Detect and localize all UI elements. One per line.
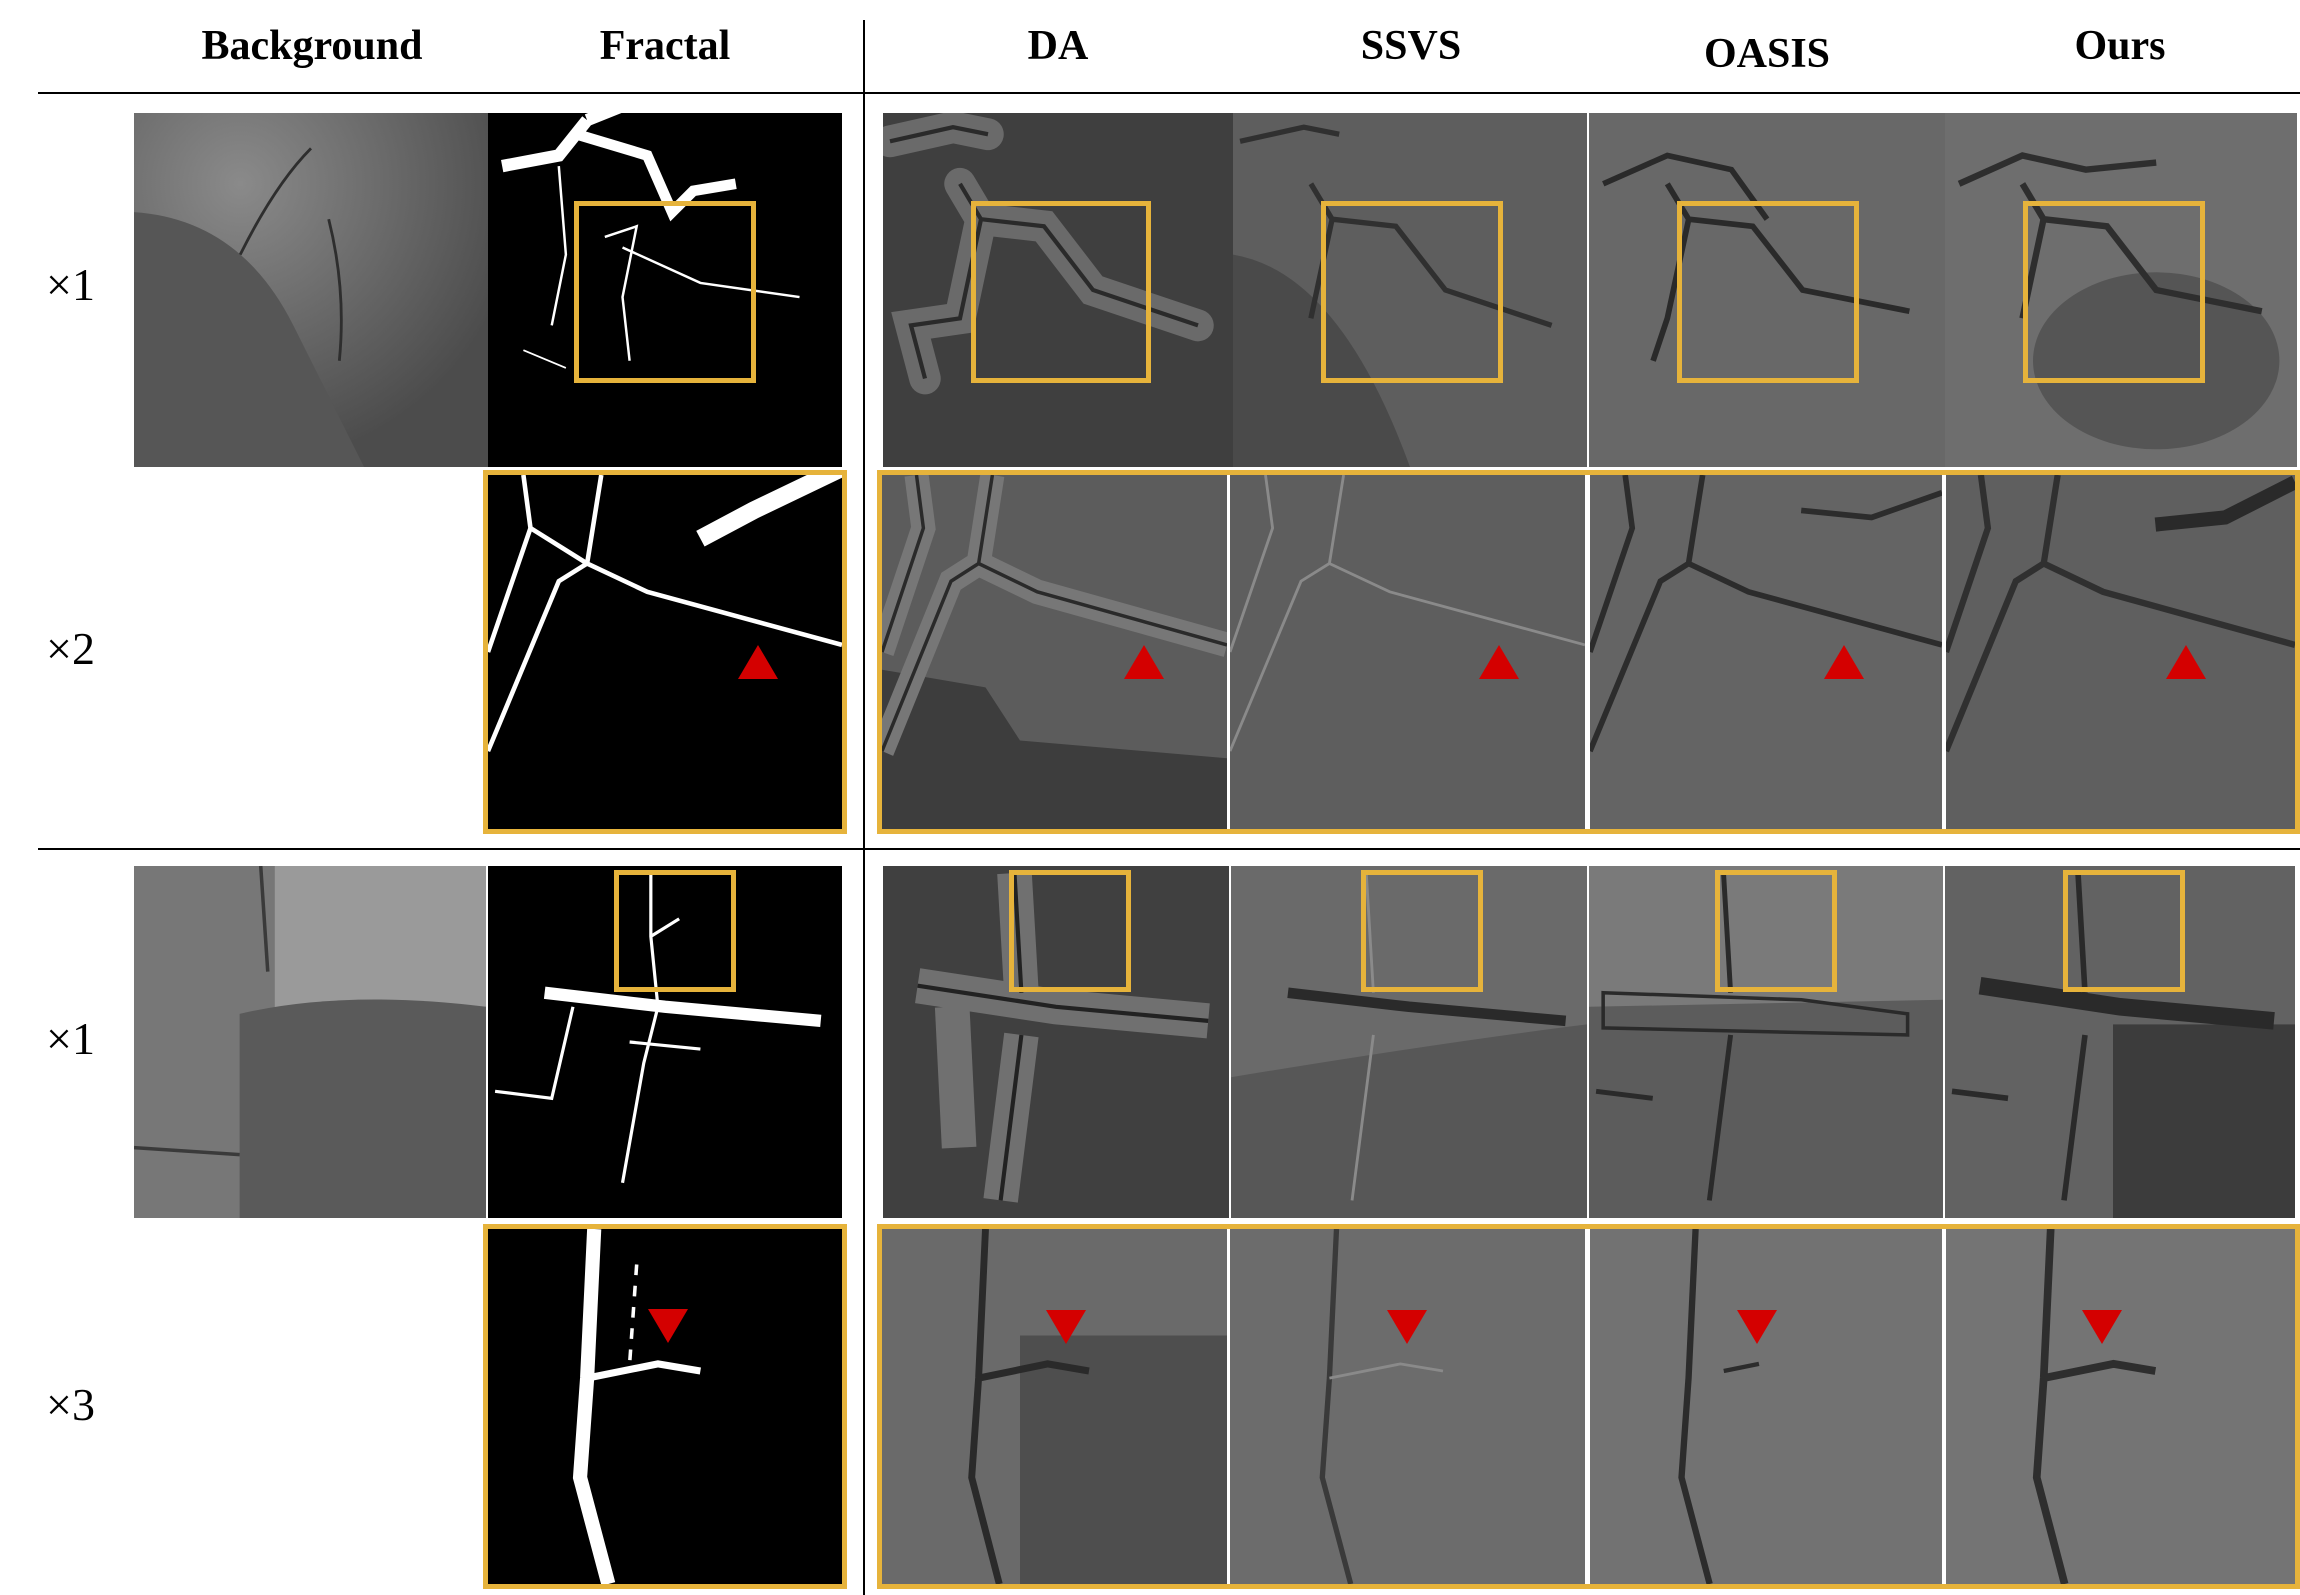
- row-label-2: ×2: [46, 623, 95, 674]
- header-background: Background: [201, 23, 423, 69]
- header-rule: [38, 92, 2300, 94]
- method-zoom-frame-1: [877, 470, 2300, 834]
- fractal-image-2: [488, 866, 842, 1218]
- method-zoom-frame-2: [877, 1224, 2300, 1589]
- red-triangle-up-icon: [1824, 645, 1864, 679]
- fractal-zoom-2: [483, 1224, 847, 1589]
- fractal-image-1: [488, 113, 842, 467]
- da-zoom-1: [882, 475, 1227, 829]
- row-label-3: ×1: [46, 1013, 95, 1064]
- ssvs-image-1: [1233, 113, 1587, 467]
- header-da: DA: [1027, 23, 1089, 69]
- row-label-4: ×3: [46, 1379, 95, 1430]
- zoom-region-box: [1321, 201, 1503, 383]
- oasis-image-1: [1589, 113, 1945, 467]
- background-image-1: [134, 113, 488, 467]
- zoom-region-box: [1715, 870, 1837, 992]
- zoom-region-box: [574, 201, 756, 383]
- oasis-image-2: [1589, 866, 1943, 1218]
- ours-image-2: [1945, 866, 2295, 1218]
- zoom-region-box: [1677, 201, 1859, 383]
- red-triangle-down-icon: [1737, 1310, 1777, 1344]
- zoom-region-box: [971, 201, 1151, 383]
- red-triangle-down-icon: [1387, 1310, 1427, 1344]
- group-separator-rule: [38, 848, 2300, 850]
- header-oasis: OASIS: [1703, 31, 1831, 77]
- ssvs-image-2: [1231, 866, 1587, 1218]
- ours-zoom-1: [1946, 475, 2295, 829]
- da-image-2: [883, 866, 1229, 1218]
- row-label-1: ×1: [46, 259, 95, 310]
- ssvs-zoom-1: [1230, 475, 1585, 829]
- ours-zoom-2: [1946, 1229, 2295, 1584]
- ssvs-zoom-2: [1230, 1229, 1585, 1584]
- red-triangle-up-icon: [1479, 645, 1519, 679]
- da-image-1: [883, 113, 1233, 467]
- ours-image-1: [1945, 113, 2297, 467]
- red-triangle-up-icon: [1124, 645, 1164, 679]
- zoom-region-box: [1361, 870, 1483, 992]
- header-ssvs: SSVS: [1360, 23, 1462, 69]
- oasis-zoom-2: [1590, 1229, 1942, 1584]
- da-zoom-2: [882, 1229, 1227, 1584]
- zoom-region-box: [614, 870, 736, 992]
- zoom-region-box: [2023, 201, 2205, 383]
- header-ours: Ours: [2074, 23, 2166, 69]
- background-image-2: [134, 866, 486, 1218]
- red-triangle-down-icon: [2082, 1310, 2122, 1344]
- red-triangle-up-icon: [738, 645, 778, 679]
- header-fractal: Fractal: [599, 23, 731, 69]
- zoom-region-box: [2063, 870, 2185, 992]
- oasis-zoom-1: [1590, 475, 1942, 829]
- fractal-zoom-1: [483, 470, 847, 834]
- red-triangle-down-icon: [648, 1309, 688, 1343]
- method-separator-rule: [863, 20, 865, 1595]
- red-triangle-down-icon: [1046, 1310, 1086, 1344]
- red-triangle-up-icon: [2166, 645, 2206, 679]
- zoom-region-box: [1009, 870, 1131, 992]
